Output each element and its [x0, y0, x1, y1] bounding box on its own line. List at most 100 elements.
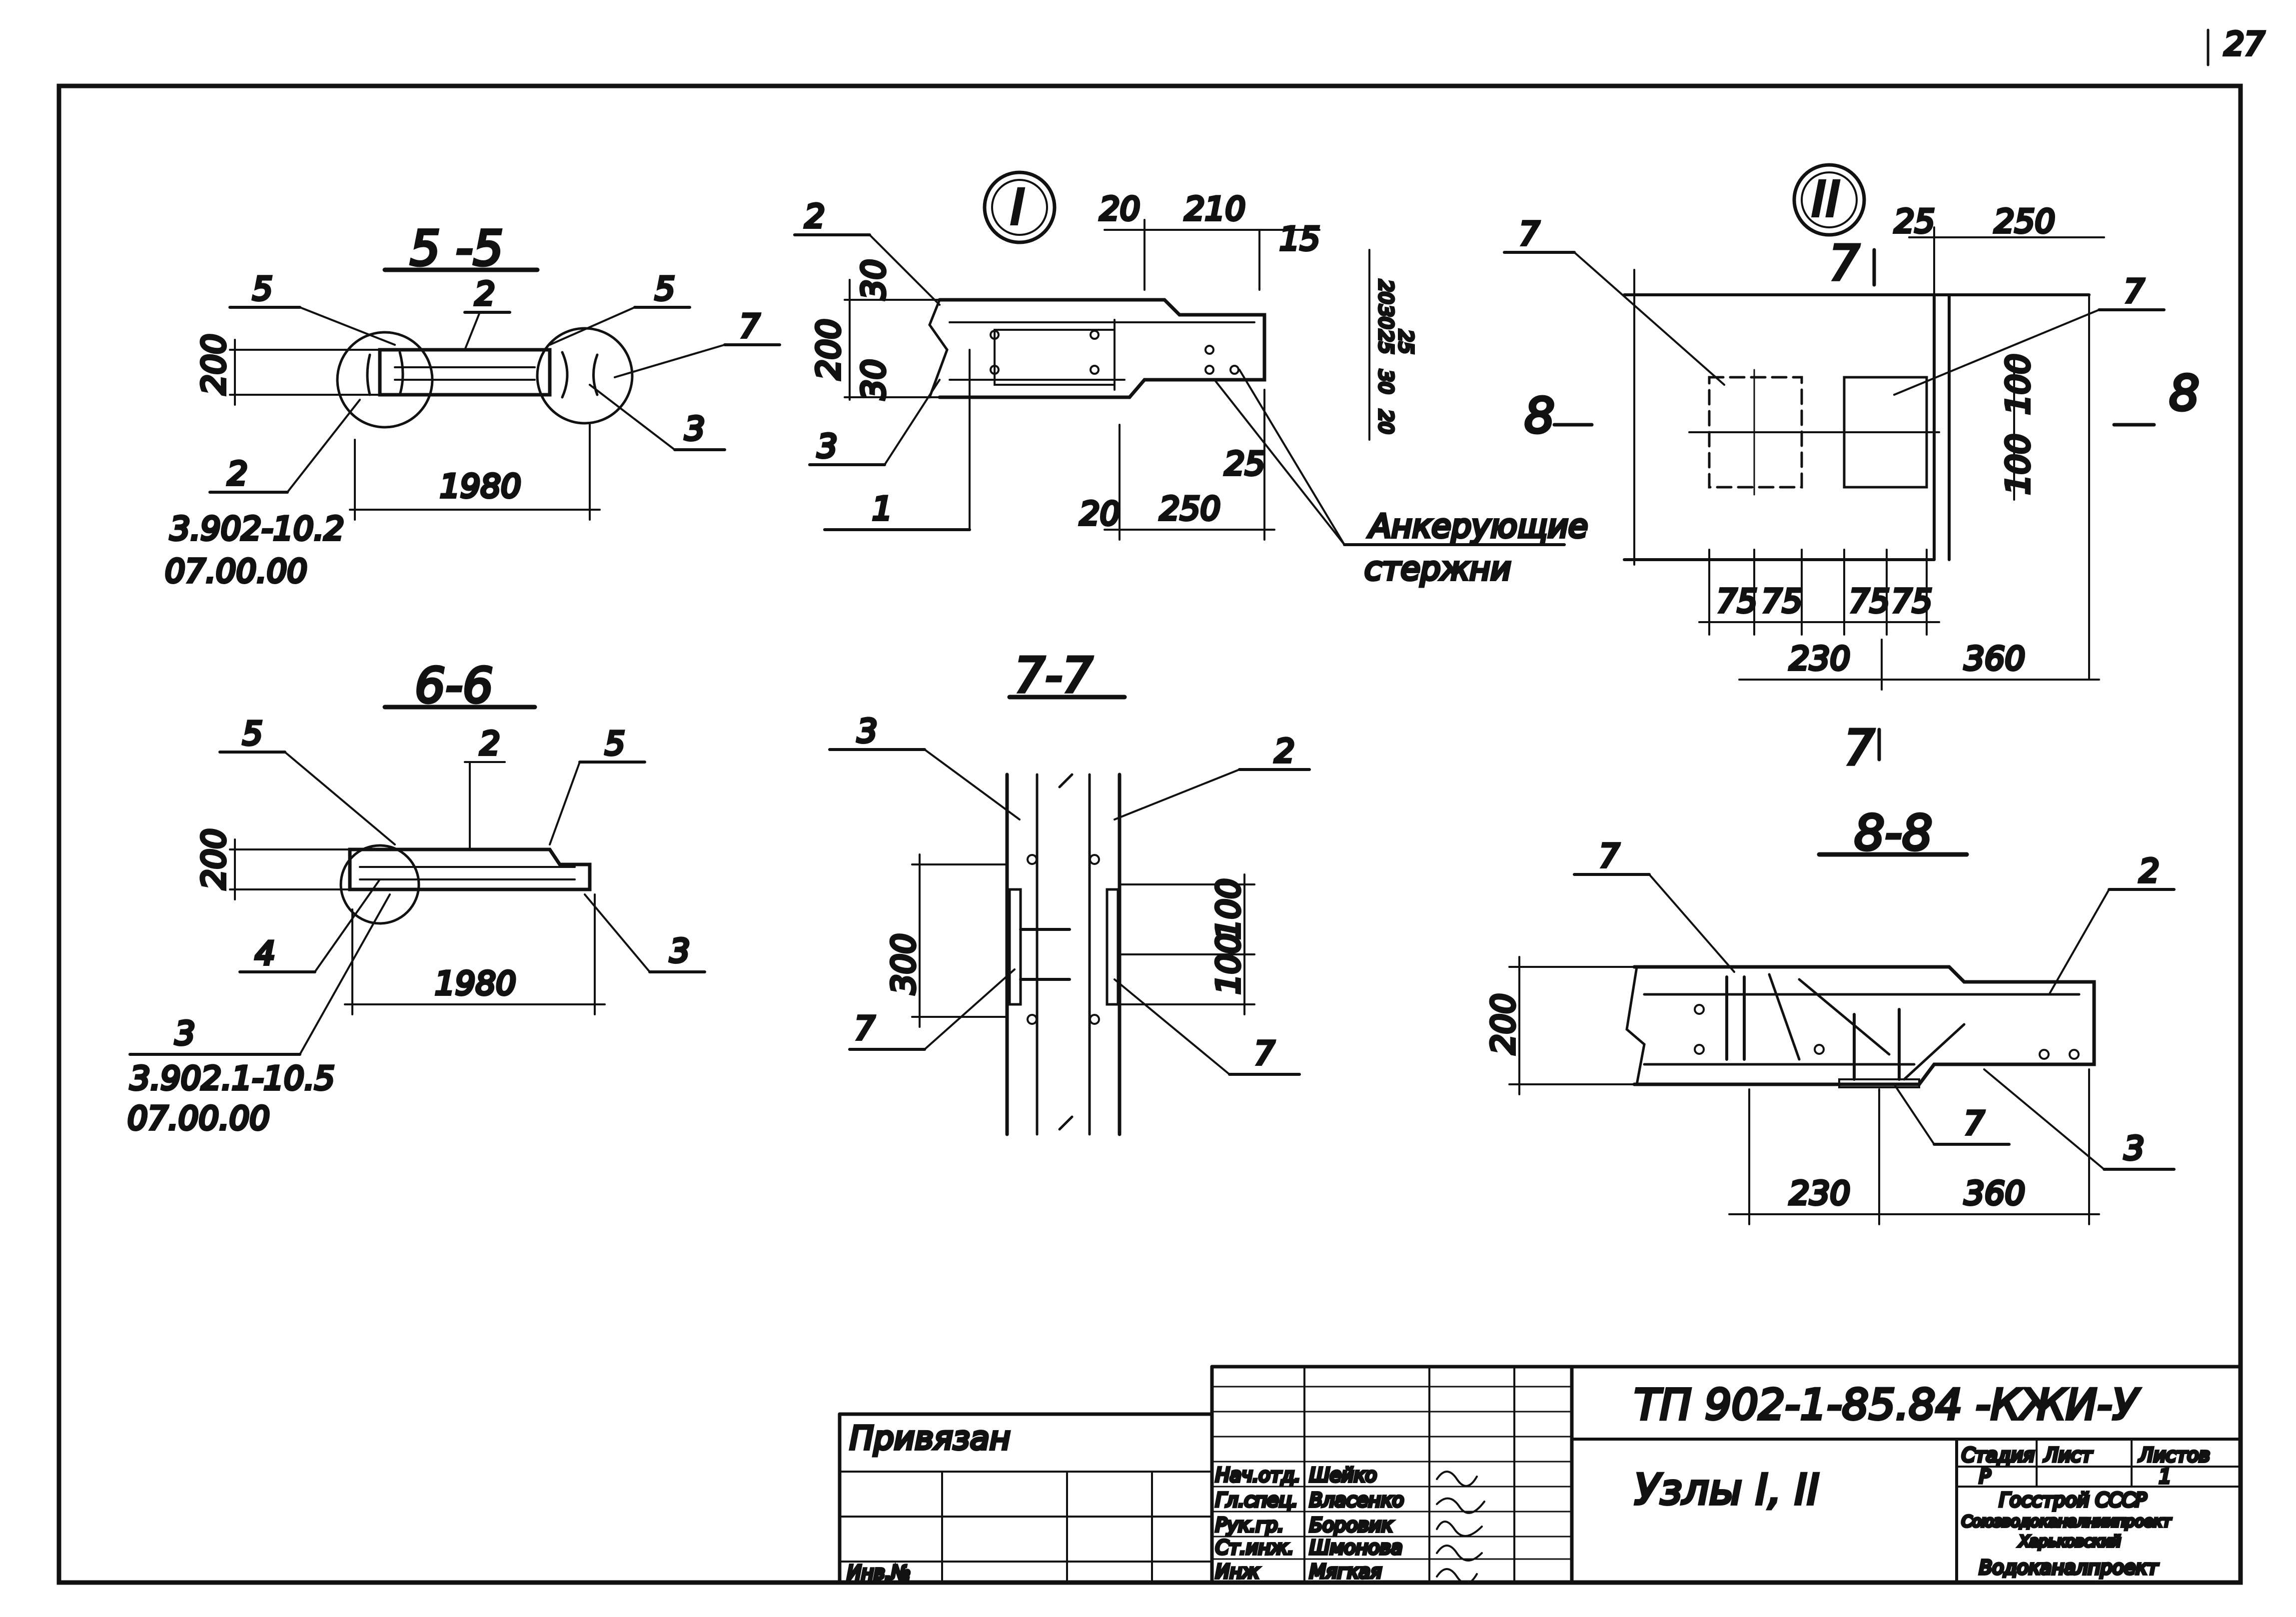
node-2-dim-75b: 75: [1762, 583, 1802, 620]
sheets-header: Листов: [2138, 1444, 2210, 1466]
node-1-dim-right-30a: 30: [1375, 305, 1397, 329]
section-8-8-callout-7a: 7: [1599, 838, 1620, 875]
section-5-5-callout-5a: 5: [252, 271, 273, 308]
node-2-dim-75c: 75: [1849, 583, 1890, 620]
role-3: Рук.гр.: [1215, 1514, 1284, 1536]
node-1-mark: I: [1011, 179, 1025, 235]
node-1-anchor-label-2: стержни: [1364, 551, 1511, 588]
node-2-dim-75d: 75: [1892, 583, 1932, 620]
sheet-title: Узлы I, II: [1634, 1465, 1819, 1514]
node-1-dim-bottom-25: 25: [1224, 446, 1265, 483]
node-1-dim-left-30b: 30: [856, 359, 893, 400]
linked-label: Привязан: [850, 1420, 1011, 1457]
node-1-anchor-label-1: Анкерующие: [1367, 508, 1588, 545]
name-3: Боровик: [1309, 1514, 1393, 1536]
node-1-dim-top-20: 20: [1100, 191, 1140, 228]
section-5-5-callout-7: 7: [740, 308, 760, 345]
section-8-8-callout-2: 2: [2139, 853, 2160, 890]
section-8-8: 8-8 200 230 360 7 2 7 3: [1484, 804, 2176, 1225]
node-2-dim-top-250: 250: [1994, 203, 2055, 240]
node-2-callout-7a: 7: [1519, 216, 1540, 253]
sheet-header: Лист: [2043, 1444, 2093, 1466]
node-1-dim-top-15: 15: [1279, 221, 1320, 258]
stage-header: Стадия: [1962, 1444, 2035, 1466]
node-2-mark-circle: [1792, 163, 1866, 237]
section-7-7-callout-2: 2: [1274, 733, 1295, 770]
sheet-value: 1: [2159, 1466, 2171, 1488]
node-2-cut-7-bottom: 7: [1844, 720, 1875, 776]
section-6-6-callout-5b: 5: [605, 726, 625, 763]
node-1-dim-bottom-20: 20: [1080, 496, 1120, 533]
node-2-cut-7-top: 7: [1829, 235, 1860, 291]
inventory-no-label: Инв.№: [847, 1562, 911, 1584]
section-8-8-dim-height: 200: [1485, 993, 1522, 1054]
org-line-2: Союзводоканалниипроект: [1962, 1513, 2172, 1531]
section-5-5-callout-5b: 5: [655, 271, 675, 308]
section-8-8-dim-360: 360: [1964, 1175, 2025, 1212]
section-8-8-dim-230: 230: [1789, 1175, 1850, 1212]
section-6-6-dim-width: 1980: [435, 965, 516, 1002]
section-5-5-dim-width: 1980: [440, 468, 521, 505]
node-1-callout-1: 1: [872, 491, 893, 528]
name-5: Мягкая: [1309, 1561, 1382, 1583]
node-1-dim-bottom-250: 250: [1159, 491, 1220, 528]
node-1: I 20 210 15 30 200 30 20 30 25 25 30 20: [793, 170, 1589, 589]
node-1-dim-left-200: 200: [811, 319, 848, 380]
section-8-8-callout-7b: 7: [1964, 1105, 1985, 1142]
role-2: Гл.спец.: [1215, 1489, 1298, 1511]
node-2: II 8 8 7 7 25 250 100 100: [1503, 163, 2201, 778]
node-2-dim-top-25: 25: [1894, 203, 1935, 240]
node-1-dim-top-210: 210: [1184, 191, 1245, 228]
section-6-6-callout-3: 3: [670, 933, 690, 970]
node-2-dim-right-100b: 100: [2000, 434, 2037, 495]
name-2: Власенко: [1309, 1489, 1404, 1511]
section-7-7-callout-3: 3: [857, 713, 878, 750]
node-2-callout-7b: 7: [2124, 273, 2145, 310]
org-line-4: Водоканалпроект: [1979, 1557, 2159, 1579]
role-4: Ст.инж.: [1215, 1537, 1294, 1559]
section-6-6-ref-2: 07.00.00: [127, 1100, 270, 1137]
section-6-6-callout-4: 4: [255, 935, 275, 972]
org-line-3: Харьковский: [2018, 1533, 2121, 1551]
node-2-mark: II: [1812, 171, 1840, 227]
drawing-frame: [56, 83, 2243, 1585]
section-6-6-callout-3b: 3: [175, 1015, 195, 1052]
section-5-5-ref-1: 3.902-10.2: [170, 511, 344, 548]
node-2-dim-230: 230: [1789, 641, 1850, 678]
section-7-7-dim-100a: 100: [1210, 878, 1247, 939]
signatures: [1436, 1471, 1485, 1585]
section-5-5-callout-3: 3: [685, 411, 705, 448]
name-1: Шейко: [1309, 1464, 1377, 1486]
title-block: ТП 902-1-85.84 -КЖИ-У Узлы I, II Привяза…: [838, 1365, 2243, 1585]
node-1-dim-left-30a: 30: [856, 259, 893, 300]
section-5-5: 5 -5 200 1980 5 2 5 7 3 2 3.902-10.2 07.: [163, 219, 781, 592]
role-5: Инж: [1215, 1561, 1259, 1583]
node-1-mark-circle: [983, 170, 1057, 244]
node-2-dim-75a: 75: [1717, 583, 1757, 620]
section-8-8-callout-3: 3: [2124, 1130, 2145, 1167]
section-7-7-callout-7a: 7: [855, 1010, 875, 1047]
section-7-7-dim-300: 300: [886, 933, 923, 994]
page-number: 27: [2224, 26, 2265, 63]
node-1-callout-3: 3: [817, 428, 838, 465]
role-1: Нач.отд.: [1215, 1464, 1300, 1486]
node-2-section-8-right: 8: [2169, 365, 2200, 421]
node-1-dim-right-25b: 25: [1395, 330, 1417, 354]
section-7-7: 7-7 300 100 100 3 2 7 7: [828, 646, 1311, 1136]
stage-value: Р: [1979, 1466, 1991, 1488]
node-1-dim-right-20a: 20: [1375, 280, 1397, 304]
node-2-section-8-left: 8: [1524, 388, 1555, 444]
section-7-7-callout-7b: 7: [1254, 1035, 1275, 1072]
section-5-5-dim-height: 200: [196, 334, 233, 395]
section-5-5-callout-2b: 2: [227, 456, 248, 493]
node-1-callout-2: 2: [805, 198, 825, 235]
node-1-dim-right-30b: 30: [1375, 370, 1397, 394]
drawing-code: ТП 902-1-85.84 -КЖИ-У: [1634, 1380, 2140, 1429]
section-5-5-ref-2: 07.00.00: [165, 553, 307, 590]
name-4: Шмонова: [1309, 1537, 1402, 1559]
section-5-5-callout-2: 2: [475, 276, 495, 313]
section-6-6-ref-1: 3.902.1-10.5: [130, 1060, 335, 1097]
node-1-dim-right-20b: 20: [1375, 410, 1397, 434]
node-1-dim-right-25a: 25: [1375, 330, 1397, 354]
